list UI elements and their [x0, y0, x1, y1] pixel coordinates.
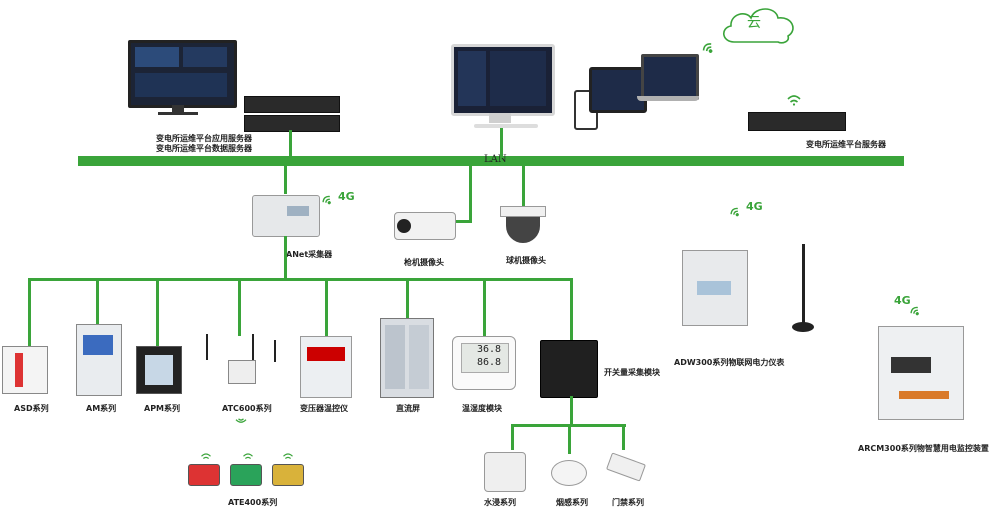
dome-camera-label: 球机摄像头 — [506, 256, 546, 265]
adw300-4g-label: 4G — [746, 200, 763, 213]
server-label-platform: 变电所运维平台服务器 — [806, 140, 886, 149]
wifi-icon — [243, 453, 253, 459]
device-label-temp-humidity: 温湿度模块 — [462, 404, 502, 413]
sensor-label-door: 门禁系列 — [612, 498, 644, 507]
sensor-label-water: 水浸系列 — [484, 498, 516, 507]
ate400-label: ATE400系列 — [228, 498, 278, 507]
lan-bus — [78, 156, 904, 166]
switch-acquisition-module — [540, 340, 598, 398]
smoke-sensor — [551, 460, 587, 486]
device-bus — [28, 278, 573, 281]
dome-camera — [500, 206, 546, 246]
temp-humidity-module: 36.8 86.8 — [452, 336, 516, 390]
bullet-camera-label: 枪机摄像头 — [404, 258, 444, 267]
wifi-icon — [322, 195, 331, 205]
anet-collector-label: ANet采集器 — [286, 250, 333, 259]
server-label-db: 变电所运维平台数据服务器 — [156, 144, 252, 153]
lan-label: LAN — [484, 154, 507, 165]
desktop-monitor — [451, 44, 555, 116]
device-label-apm: APM系列 — [144, 404, 181, 413]
wifi-icon — [787, 95, 801, 106]
collector-4g-label: 4G — [338, 190, 355, 203]
wifi-icon — [730, 207, 739, 217]
server-rack-left — [244, 96, 340, 132]
door-sensor — [606, 452, 646, 482]
humidity-reading: 86.8 — [477, 357, 502, 368]
ate400-sensor — [230, 464, 262, 486]
water-sensor — [484, 452, 526, 492]
tablet — [589, 67, 647, 113]
wifi-icon — [910, 306, 919, 316]
laptop — [641, 54, 699, 100]
wifi-icon — [283, 453, 293, 459]
arcm300-label: ARCM300系列物智慧用电监控装置 — [858, 444, 989, 453]
sensor-label-smoke: 烟感系列 — [556, 498, 588, 507]
asd-device — [2, 346, 48, 394]
cloud-label: 云 — [747, 15, 761, 31]
anet-collector — [252, 195, 320, 237]
device-label-atc600: ATC600系列 — [222, 404, 272, 413]
wifi-icon — [201, 453, 211, 459]
switch-module-label: 开关量采集模块 — [604, 368, 660, 377]
am-device — [76, 324, 122, 396]
adw300-meter — [682, 250, 748, 326]
bullet-camera — [394, 212, 456, 240]
transformer-temp-controller — [300, 336, 352, 398]
temp-reading: 36.8 — [477, 344, 502, 355]
monitor-left — [128, 40, 237, 108]
atc600-device — [228, 360, 256, 384]
wifi-icon — [235, 418, 247, 423]
apm-device — [136, 346, 182, 394]
ate400-sensor — [272, 464, 304, 486]
dc-screen-cabinet — [380, 318, 434, 398]
server-rack-right — [748, 112, 846, 131]
arcm300-device — [878, 326, 964, 420]
device-label-asd: ASD系列 — [14, 404, 49, 413]
device-label-transformer: 变压器温控仪 — [300, 404, 348, 413]
arcm300-4g-label: 4G — [894, 294, 911, 307]
device-label-dc-screen: 直流屏 — [396, 404, 420, 413]
wifi-icon — [702, 43, 713, 53]
server-label-app: 变电所运维平台应用服务器 — [156, 134, 252, 143]
adw300-label: ADW300系列物联网电力仪表 — [674, 358, 785, 367]
ate400-sensor — [188, 464, 220, 486]
device-label-am: AM系列 — [86, 404, 117, 413]
cloud-icon — [723, 8, 794, 44]
